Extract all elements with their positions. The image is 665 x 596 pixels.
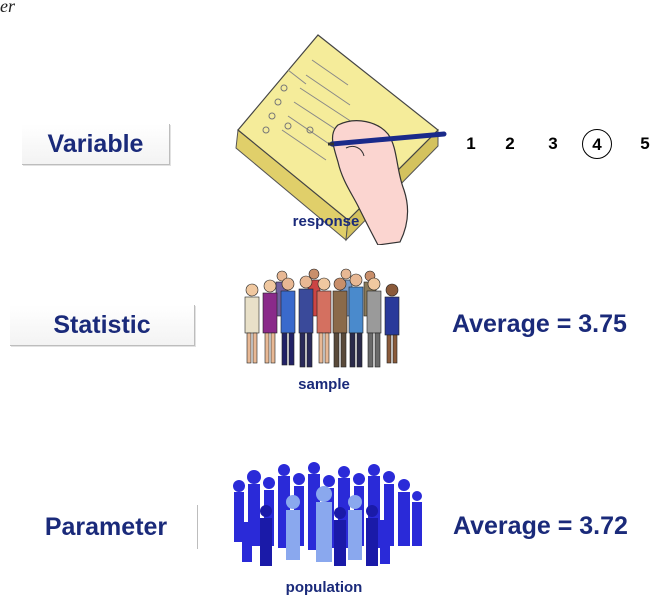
response-caption: response: [292, 213, 360, 230]
rating-option-2: 2: [505, 134, 515, 153]
variable-term-box: Variable: [22, 124, 170, 165]
rating-option-5: 5: [640, 134, 650, 153]
questionnaire-writing-hand-icon: [235, 34, 447, 245]
population-caption: population: [285, 579, 363, 596]
rating-option-4-selected: 4: [582, 129, 612, 159]
statistic-term: Statistic: [53, 310, 151, 339]
population-average: Average = 3.72: [453, 512, 628, 540]
variable-term: Variable: [47, 129, 144, 158]
corner-text: er: [0, 0, 15, 16]
parameter-term: Parameter: [44, 512, 168, 541]
parameter-divider: [197, 505, 198, 549]
people-group-icon: [244, 268, 400, 368]
crowd-silhouette-icon: [233, 462, 422, 566]
rating-option-1: 1: [466, 134, 476, 153]
sample-average: Average = 3.75: [452, 310, 627, 338]
parameter-term-box: Parameter: [14, 507, 198, 547]
statistic-term-box: Statistic: [10, 305, 195, 346]
rating-option-3: 3: [548, 134, 558, 153]
sample-caption: sample: [298, 376, 350, 393]
